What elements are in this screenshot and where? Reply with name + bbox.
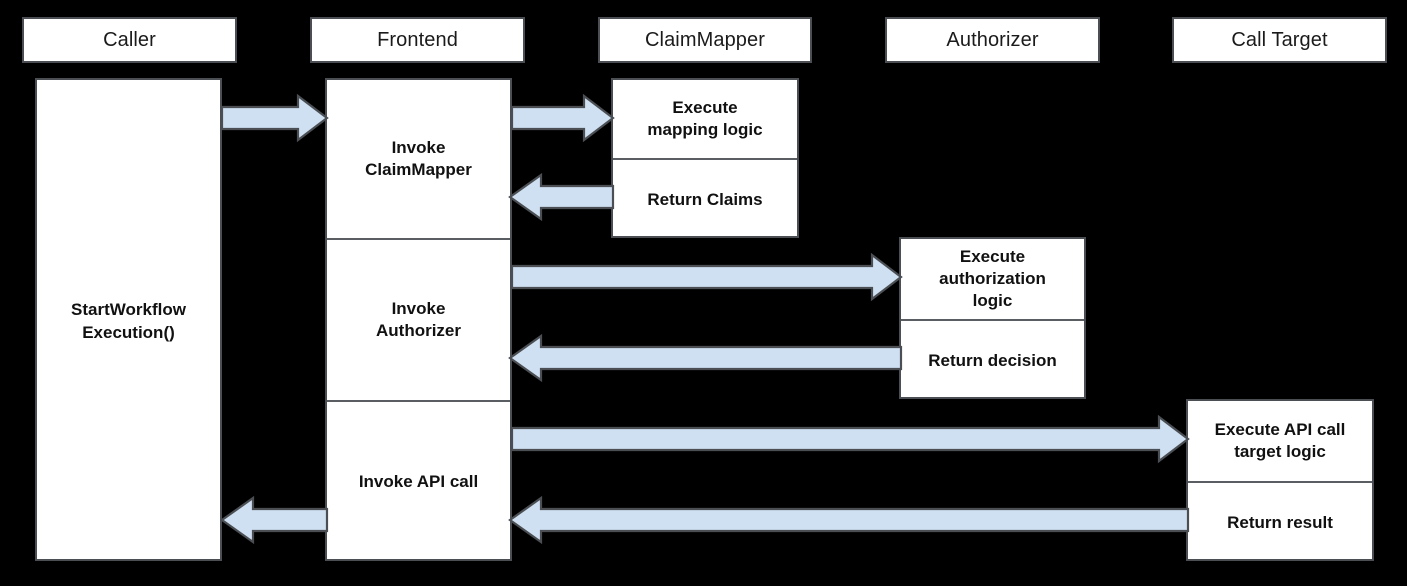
arrow-authorizer-to-frontend (508, 333, 903, 383)
lane-section-invoke-authorizer: Invoke Authorizer (327, 238, 510, 400)
lane-section-label: Execute authorization logic (939, 246, 1046, 311)
arrow-call-target-to-frontend (508, 495, 1190, 545)
lane-header-label: Call Target (1231, 28, 1328, 51)
lane-header-label: Authorizer (946, 28, 1039, 51)
arrow-caller-to-frontend (220, 93, 329, 143)
lane-section-execute-authorization-logic: Execute authorization logic (901, 239, 1084, 319)
lane-body-frontend: Invoke ClaimMapper Invoke Authorizer Inv… (325, 78, 512, 561)
lane-section-label: Invoke ClaimMapper (365, 137, 472, 179)
lane-header-frontend: Frontend (310, 17, 525, 63)
lane-section-start-workflow-execution: StartWorkflow Execution() (37, 80, 220, 563)
arrow-frontend-to-call-target (510, 414, 1190, 464)
lane-section-label: Execute mapping logic (647, 97, 763, 139)
lane-section-return-result: Return result (1188, 481, 1372, 563)
lane-body-claimmapper: Execute mapping logic Return Claims (611, 78, 799, 238)
arrow-frontend-to-caller (220, 495, 329, 545)
lane-header-authorizer: Authorizer (885, 17, 1100, 63)
lane-section-label: Return result (1227, 512, 1333, 532)
lane-body-call-target: Execute API call target logic Return res… (1186, 399, 1374, 561)
lane-section-return-decision: Return decision (901, 319, 1084, 401)
lane-header-label: Caller (103, 28, 156, 51)
lane-section-label: Invoke API call (358, 472, 479, 492)
lane-section-execute-mapping-logic: Execute mapping logic (613, 80, 797, 158)
arrow-frontend-to-authorizer (510, 252, 903, 302)
lane-section-label: Invoke Authorizer (376, 298, 461, 340)
arrow-claimmapper-to-frontend (508, 172, 615, 222)
lane-section-label: StartWorkflow Execution() (71, 300, 186, 342)
lane-header-claimmapper: ClaimMapper (598, 17, 812, 63)
lane-header-label: Frontend (377, 28, 458, 51)
lane-section-label: Return decision (928, 350, 1057, 370)
lane-section-return-claims: Return Claims (613, 158, 797, 240)
lane-section-execute-api-call-target-logic: Execute API call target logic (1188, 401, 1372, 481)
lane-section-label: Return Claims (647, 189, 763, 209)
lane-body-caller: StartWorkflow Execution() (35, 78, 222, 561)
lane-body-authorizer: Execute authorization logic Return decis… (899, 237, 1086, 399)
lane-section-invoke-claimmapper: Invoke ClaimMapper (327, 80, 510, 238)
lane-header-caller: Caller (22, 17, 237, 63)
lane-header-label: ClaimMapper (644, 28, 766, 51)
lane-header-call-target: Call Target (1172, 17, 1387, 63)
lane-section-label: Execute API call target logic (1214, 419, 1346, 461)
lane-section-invoke-api-call: Invoke API call (327, 400, 510, 563)
arrow-frontend-to-claimmapper (510, 93, 615, 143)
